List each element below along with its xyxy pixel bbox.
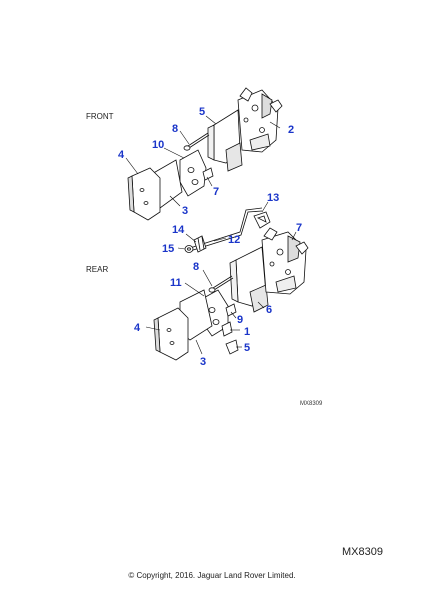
callout-rear-3: 3 — [200, 356, 206, 368]
callout-rear-7: 9 — [237, 314, 243, 326]
rear-screw — [208, 275, 234, 293]
front-label: FRONT — [86, 112, 114, 121]
copyright-notice: © Copyright, 2016. Jaguar Land Rover Lim… — [128, 571, 296, 580]
callout-12: 12 — [228, 234, 240, 246]
rear-escutcheon — [153, 307, 189, 361]
rod-bush — [184, 245, 194, 253]
footer-ref: MX8309 — [342, 546, 383, 558]
callout-rear-5: 6 — [266, 304, 272, 316]
door-rod — [189, 207, 263, 252]
rear-label: REAR — [86, 265, 109, 274]
front-latch-assembly — [207, 87, 283, 172]
front-clip — [202, 167, 214, 181]
callout-front-3: 3 — [182, 205, 188, 217]
front-screw — [183, 132, 210, 151]
rear-pin — [221, 321, 233, 337]
rod-clip — [253, 211, 271, 229]
callout-rear-4: 4 — [134, 322, 141, 334]
callout-front-8: 8 — [172, 123, 178, 135]
rear-latch-assembly — [229, 227, 309, 313]
callout-front-2: 2 — [288, 124, 294, 136]
callout-rear-11: 11 — [170, 277, 182, 289]
callout-rear-8: 8 — [193, 261, 199, 273]
callout-front-10: 10 — [152, 139, 164, 151]
callout-13: 13 — [267, 192, 279, 204]
front-escutcheon — [127, 167, 161, 221]
callout-14: 14 — [172, 224, 185, 236]
leader-lines — [125, 115, 297, 355]
callout-front-7: 7 — [213, 186, 219, 198]
front-gasket — [179, 149, 207, 197]
callout-front-5: 5 — [199, 106, 205, 118]
rear-retainer — [225, 339, 239, 355]
callout-front-4: 4 — [118, 149, 125, 161]
callout-6: 7 — [296, 222, 302, 234]
rear-clip — [225, 303, 237, 317]
rod-grommet — [193, 235, 207, 253]
callout-numbers: 5 8 10 2 7 4 3 13 7 14 12 15 8 11 6 9 1 … — [118, 106, 302, 368]
callout-rear-1: 1 — [244, 326, 250, 338]
callout-15: 15 — [162, 243, 174, 255]
drawing-ref: MX8309 — [300, 401, 323, 407]
callout-rear-9: 5 — [244, 342, 250, 354]
